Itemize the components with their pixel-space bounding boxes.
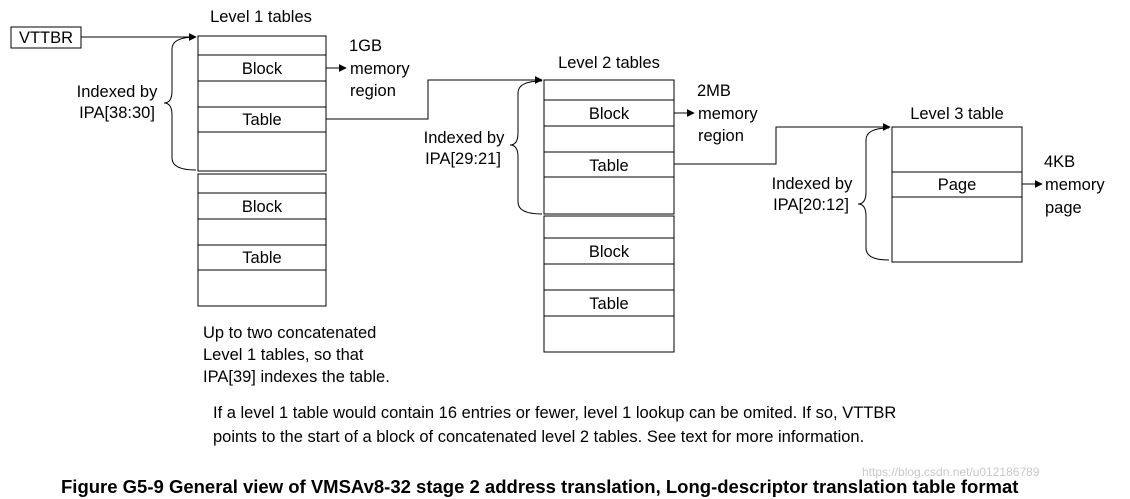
level2-title: Level 2 tables	[558, 54, 660, 72]
level2-row-table: Table	[589, 157, 628, 175]
level3-target-2: memory	[1045, 176, 1105, 194]
level3-title: Level 3 table	[910, 105, 1004, 123]
level2-table-upper	[543, 79, 675, 215]
level3-row-page: Page	[938, 176, 977, 194]
level3-target-1: 4KB	[1044, 153, 1075, 171]
level1-note-3: IPA[39] indexes the table.	[203, 368, 390, 386]
level2-table-lower	[543, 215, 675, 353]
level2-row-block-2: Block	[589, 243, 630, 261]
level2-target-3: region	[698, 127, 744, 145]
level1-row-block: Block	[242, 60, 283, 78]
watermark: https://blog.csdn.net/u012186789	[862, 465, 1040, 479]
level2-target-1: 2MB	[697, 82, 731, 100]
footnote-line-2: points to the start of a block of concat…	[213, 428, 864, 446]
level1-row-table-2: Table	[242, 249, 281, 267]
level1-target-3: region	[350, 82, 396, 100]
level1-note-2: Level 1 tables, so that	[203, 346, 364, 364]
level2-to-level3-arrow	[674, 123, 891, 165]
level1-title: Level 1 tables	[210, 8, 312, 26]
level1-target-1: 1GB	[349, 37, 382, 55]
level2-index-brace	[509, 80, 543, 215]
level3-index-brace	[857, 127, 890, 261]
level1-index-label-2: IPA[38:30]	[79, 104, 155, 122]
level1-note-1: Up to two concatenated	[203, 324, 376, 342]
footnote-line-1: If a level 1 table would contain 16 entr…	[213, 404, 896, 422]
level1-row-block-2: Block	[242, 198, 283, 216]
vttbr-label: VTTBR	[19, 29, 73, 47]
level3-target-3: page	[1045, 199, 1082, 217]
level1-to-level2-arrow	[326, 76, 543, 120]
figure-caption: Figure G5-9 General view of VMSAv8-32 st…	[61, 476, 1018, 497]
level1-index-brace	[163, 36, 197, 171]
level1-index-label-1: Indexed by	[77, 83, 158, 101]
level2-row-table-2: Table	[589, 295, 628, 313]
level3-index-label-2: IPA[20:12]	[773, 196, 849, 214]
level2-index-label-1: Indexed by	[424, 129, 505, 147]
level3-index-label-1: Indexed by	[772, 175, 853, 193]
level1-target-2: memory	[350, 60, 410, 78]
level2-index-label-2: IPA[29:21]	[425, 150, 501, 168]
level1-row-table: Table	[242, 111, 281, 129]
level2-row-block: Block	[589, 105, 630, 123]
level3-table	[891, 126, 1023, 263]
level1-table-upper	[197, 35, 327, 172]
level2-target-2: memory	[698, 105, 758, 123]
level1-table-lower	[197, 173, 327, 307]
